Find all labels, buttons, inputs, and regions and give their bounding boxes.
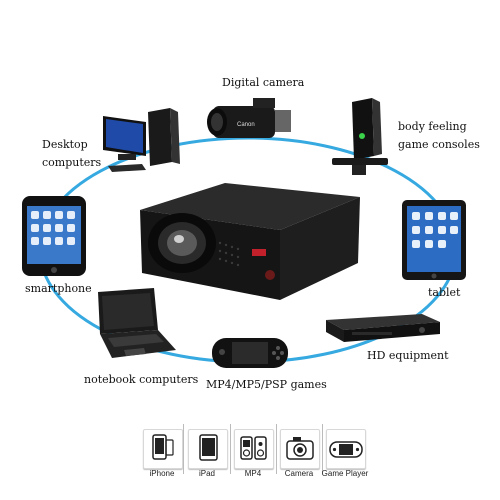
game-player-icon <box>326 429 366 469</box>
camera-caption: Camera <box>284 469 314 478</box>
psp-image <box>212 338 288 368</box>
tablet-image <box>402 200 466 280</box>
separator <box>322 424 323 474</box>
separator <box>276 424 277 474</box>
iphone-icon <box>143 429 183 469</box>
hd-equipment-label: HD equipment <box>367 349 449 362</box>
mp4-caption: MP4 <box>244 469 262 478</box>
notebook-label: notebook computers <box>84 373 199 386</box>
iphone-caption: iPhone <box>149 469 175 478</box>
digital-camera-image: Canon <box>207 98 291 138</box>
desktop-computer-image <box>103 108 180 172</box>
smartphone-label: smartphone <box>25 282 92 295</box>
game-console-label: body feeling game consoles <box>398 120 480 151</box>
separator <box>183 424 184 474</box>
notebook-image <box>98 288 176 358</box>
projector-image <box>140 183 360 300</box>
separator <box>230 424 231 474</box>
ipad-icon <box>188 429 228 469</box>
camera-icon <box>280 429 320 469</box>
digital-camera-label: Digital camera <box>222 76 305 89</box>
game-console-image <box>332 98 388 175</box>
hd-equipment-image <box>326 314 440 342</box>
smartphone-image <box>22 196 86 276</box>
desktop-label: Desktop computers <box>42 138 102 169</box>
mp4-icon <box>234 429 274 469</box>
psp-label: MP4/MP5/PSP games <box>206 378 327 391</box>
tablet-label: tablet <box>428 286 461 299</box>
svg-text:Canon: Canon <box>237 122 255 128</box>
game-player-caption: Game Player <box>321 469 369 478</box>
ipad-caption: iPad <box>198 469 215 478</box>
